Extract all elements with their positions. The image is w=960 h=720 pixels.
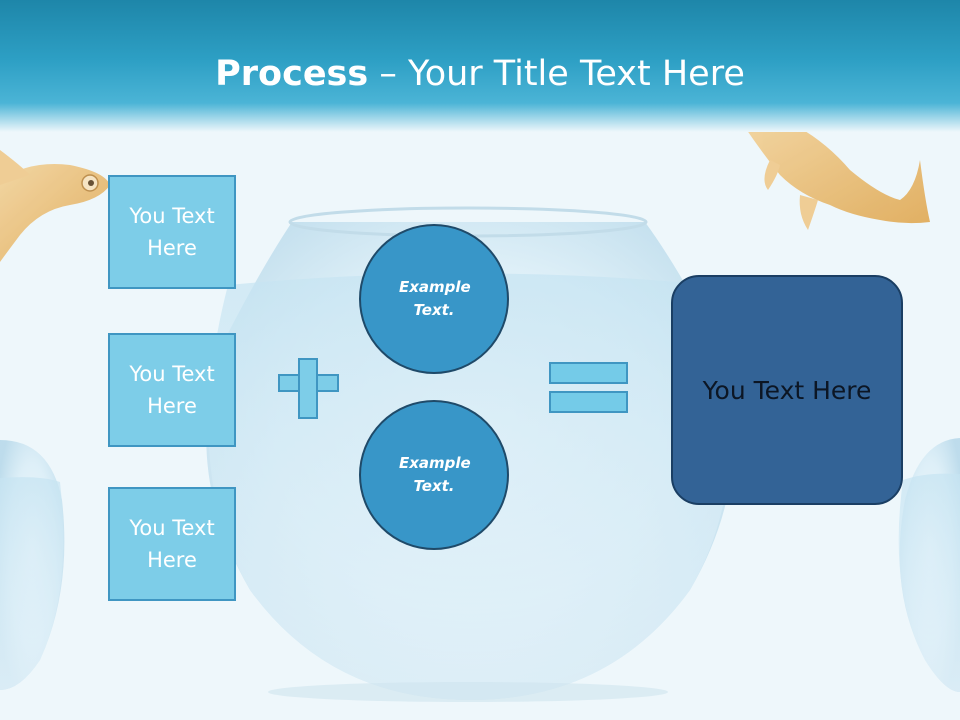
left-fishbowl [0,440,65,690]
result-text-box[interactable]: You Text Here [671,275,903,505]
result-text-box-label: You Text Here [702,375,872,405]
example-circle-1[interactable]: Example Text. [359,224,509,374]
example-circle-1-label: Example Text. [399,278,471,319]
left-text-box-2[interactable]: You Text Here [108,333,236,447]
goldfish-right [740,114,930,230]
title-bold: Process [215,54,369,94]
equals-icon-bottom-bar [549,391,628,413]
equals-icon-top-bar [549,362,628,384]
example-circle-2[interactable]: Example Text. [359,400,509,550]
left-text-box-3[interactable]: You Text Here [108,487,236,601]
header-bar [0,0,960,132]
example-circle-2-label: Example Text. [399,454,471,495]
left-text-box-3-label: You Text Here [129,516,215,572]
right-fishbowl [898,438,960,692]
left-text-box-2-label: You Text Here [129,362,215,418]
left-text-box-1[interactable]: You Text Here [108,175,236,289]
goldfish-left [0,150,110,262]
left-text-box-1-label: You Text Here [129,204,215,260]
title-rest: – Your Title Text Here [368,54,745,94]
plus-icon-center [300,376,316,390]
slide-title: Process – Your Title Text Here [0,52,960,96]
